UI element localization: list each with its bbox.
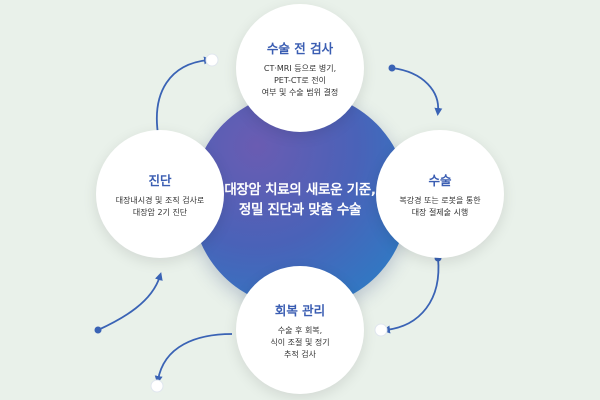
node-description: 대장내시경 및 조직 검사로 대장암 2기 진단 [116,195,205,219]
arrow-preop-to-surgery [391,67,443,116]
node-title: 진단 [148,172,172,188]
node-desc-line: 대장 절제술 시행 [411,207,469,217]
node-desc-line: 식이 조절 및 정기 [270,337,330,347]
arrow-surgery-to-recovery [382,257,440,334]
arrow-end-ring [205,53,219,67]
center-title-line2: 정밀 진단과 맞춤 수술 [238,202,362,218]
arrow-start-dot [94,326,102,334]
node-description: 복강경 또는 로봇을 통한 대장 절제술 시행 [399,195,480,219]
arrow-lead-in [97,272,163,331]
node-recovery: 회복 관리 수술 후 회복, 식이 조절 및 정기 추적 검사 [236,266,364,394]
node-desc-line: 수술 후 회복, [277,325,323,335]
node-desc-line: 복강경 또는 로봇을 통한 [399,195,481,205]
arrow-diagnosis-to-preop [156,56,212,135]
arrow-recovery-followup [154,333,233,384]
node-desc-line: PET-CT로 전이 [273,75,326,85]
node-desc-line: 대장암 2기 진단 [132,207,188,217]
node-title: 수술 전 검사 [266,40,334,56]
arrow-end-ring [374,323,388,337]
node-desc-line: 추적 검사 [284,349,316,359]
node-title: 회복 관리 [274,302,326,318]
node-surgery: 수술 복강경 또는 로봇을 통한 대장 절제술 시행 [376,130,504,258]
node-desc-line: 여부 및 수술 범위 결정 [261,87,339,97]
node-desc-line: 대장내시경 및 조직 검사로 [115,195,205,205]
node-preop-exam: 수술 전 검사 CT·MRI 등으로 병기, PET-CT로 전이 여부 및 수… [236,4,364,132]
node-description: CT·MRI 등으로 병기, PET-CT로 전이 여부 및 수술 범위 결정 [262,63,338,99]
arrow-start-dot [388,64,396,72]
node-diagnosis: 진단 대장내시경 및 조직 검사로 대장암 2기 진단 [96,130,224,258]
node-description: 수술 후 회복, 식이 조절 및 정기 추적 검사 [270,325,329,361]
node-title: 수술 [428,172,452,188]
arrow-end-ring [150,379,164,393]
node-desc-line: CT·MRI 등으로 병기, [263,63,337,73]
center-title-line1: 대장암 치료의 새로운 기준, [224,182,376,198]
